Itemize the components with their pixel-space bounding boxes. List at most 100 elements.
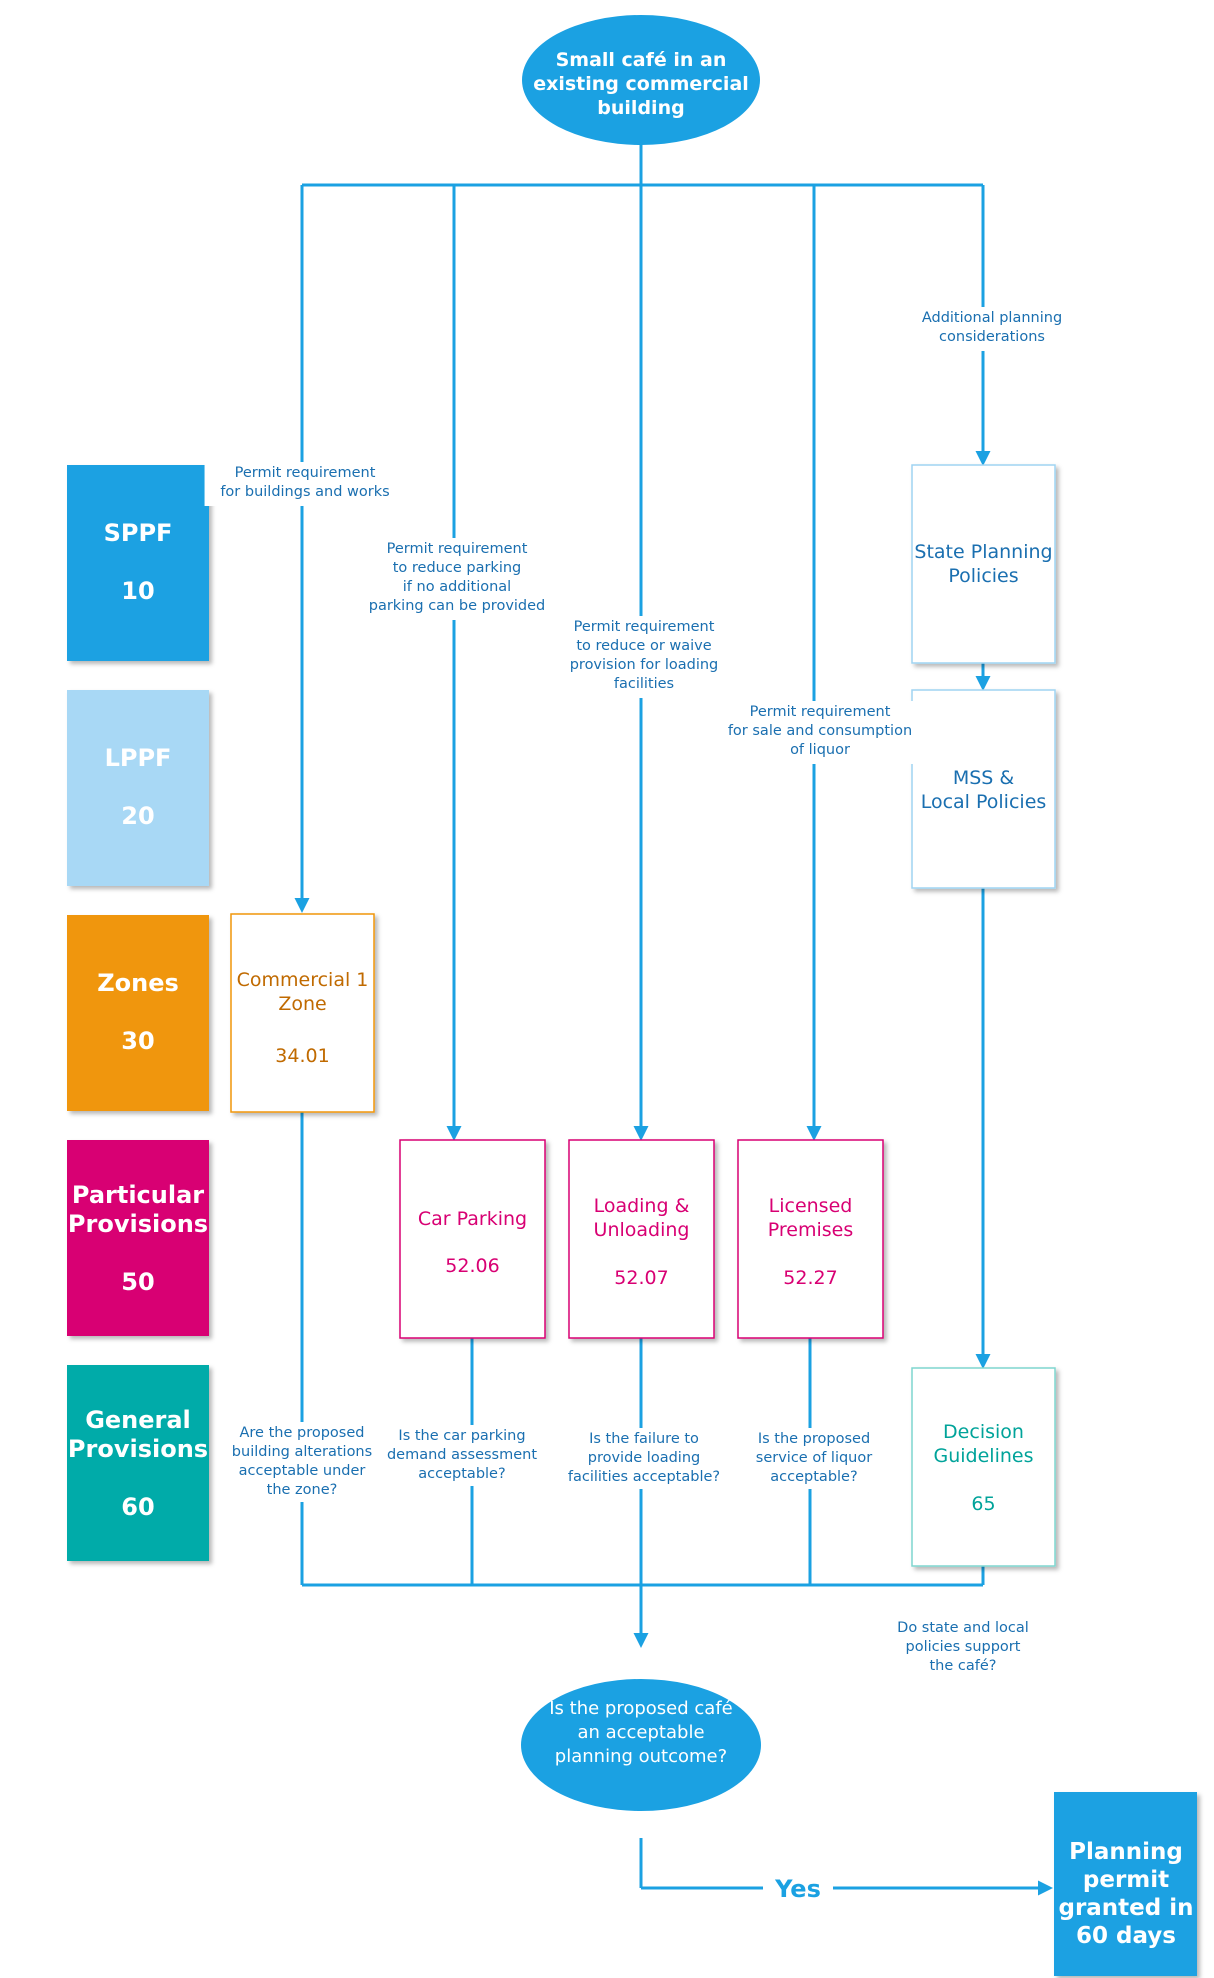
box-frame <box>568 1139 715 1339</box>
branch-label-line: for buildings and works <box>220 484 389 500</box>
outcome-label: Is the proposed café an acceptable plannin… <box>549 1698 733 1767</box>
tier-box: Zones 30 <box>67 915 209 1111</box>
yes-label: Yes <box>774 1875 821 1903</box>
branch-label-line: provision for loading <box>570 657 719 673</box>
box-frame <box>911 1367 1056 1567</box>
outcome-label-line: Is the proposed café <box>549 1698 733 1719</box>
tier-number: 20 <box>121 802 154 830</box>
tier-title: Zones <box>97 969 179 997</box>
question-label-line: the zone? <box>267 1482 338 1498</box>
tier-number: 50 <box>121 1268 154 1296</box>
branch-label-line: Permit requirement <box>387 541 528 557</box>
start-label-line: building <box>597 97 684 119</box>
box-title: Commercial 1 <box>237 969 369 991</box>
outcome-label-line: planning outcome? <box>555 1746 727 1767</box>
box-title: Zone <box>278 993 326 1015</box>
tier-number: 30 <box>121 1027 154 1055</box>
tier-title: Provisions <box>68 1210 208 1238</box>
box-number: 34.01 <box>275 1045 329 1067</box>
question-label-line: policies support <box>906 1639 1021 1655</box>
start-label-line: existing commercial <box>533 73 749 95</box>
question-label-line: the café? <box>930 1658 997 1674</box>
question-label-line: Are the proposed <box>240 1425 365 1441</box>
branch-label-line: Permit requirement <box>750 704 891 720</box>
tier-box-bg <box>67 1365 209 1561</box>
result-label-line: 60 days <box>1076 1923 1176 1949</box>
box-title: Loading & <box>594 1195 690 1217</box>
branch-label-line: to reduce parking <box>393 560 522 576</box>
branch-label-line: Additional planning <box>922 310 1062 326</box>
box-car-parking: Car Parking 52.06 <box>399 1139 546 1339</box>
question-label-line: acceptable? <box>418 1466 505 1482</box>
tier-number: 60 <box>121 1493 154 1521</box>
question-label-line: acceptable? <box>770 1469 857 1485</box>
tier-box: LPPF 20 <box>67 690 209 886</box>
branch-label-bg <box>356 538 558 620</box>
tier-number: 10 <box>121 577 154 605</box>
tier-title: General <box>85 1406 191 1434</box>
box-title: Decision <box>943 1421 1024 1443</box>
result-label-line: permit <box>1083 1867 1169 1893</box>
tier-box-bg <box>67 690 209 886</box>
question-label-line: demand assessment <box>387 1447 537 1463</box>
box-frame <box>399 1139 546 1339</box>
outcome-node: Is the proposed café an acceptable plannin… <box>521 1679 761 1811</box>
box-title: Premises <box>768 1219 853 1241</box>
tier-title: SPPF <box>104 519 173 547</box>
question-label-line: Is the car parking <box>398 1428 525 1444</box>
box-number: 52.06 <box>445 1255 499 1277</box>
box-frame <box>230 913 375 1113</box>
box-title: Local Policies <box>921 791 1047 813</box>
branch-label-bg <box>204 462 406 506</box>
question-label-line: provide loading <box>588 1450 700 1466</box>
question-label-line: Is the proposed <box>758 1431 870 1447</box>
question-label-policies: Do state and local policies support the ca… <box>897 1620 1029 1674</box>
question-label-bg <box>385 1425 539 1486</box>
branch-label-line: parking can be provided <box>369 598 546 614</box>
tier-title: LPPF <box>105 744 172 772</box>
question-label-line: facilities acceptable? <box>568 1469 720 1485</box>
branch-label-bg <box>715 701 925 764</box>
box-frame <box>737 1139 884 1339</box>
box-title: Guidelines <box>934 1445 1034 1467</box>
box-title: MSS & <box>953 767 1015 789</box>
tier-title: Particular <box>72 1181 204 1209</box>
question-label-bg <box>217 1422 387 1502</box>
branch-label-bg <box>551 616 737 698</box>
outcome-label-line: an acceptable <box>577 1722 704 1743</box>
branch-label-line: facilities <box>614 676 674 692</box>
tier-box-bg <box>67 1140 209 1336</box>
question-label-line: Do state and local <box>897 1620 1029 1636</box>
branch-label-line: of liquor <box>790 742 850 758</box>
box-title: Car Parking <box>418 1208 527 1230</box>
start-label-line: Small café in an <box>556 49 727 71</box>
branch-label-line: Permit requirement <box>235 465 376 481</box>
tier-box-bg <box>67 465 209 661</box>
question-label-bg <box>551 1428 737 1489</box>
box-mss-local: MSS &Local Policies <box>911 689 1056 889</box>
question-label-bg <box>741 1428 887 1489</box>
question-label-parking: Is the car parking demand assessment accep… <box>385 1425 539 1486</box>
question-label-line: building alterations <box>232 1444 372 1460</box>
box-number: 52.07 <box>614 1267 668 1289</box>
box-frame <box>911 464 1056 664</box>
box-title: State Planning <box>914 541 1052 563</box>
